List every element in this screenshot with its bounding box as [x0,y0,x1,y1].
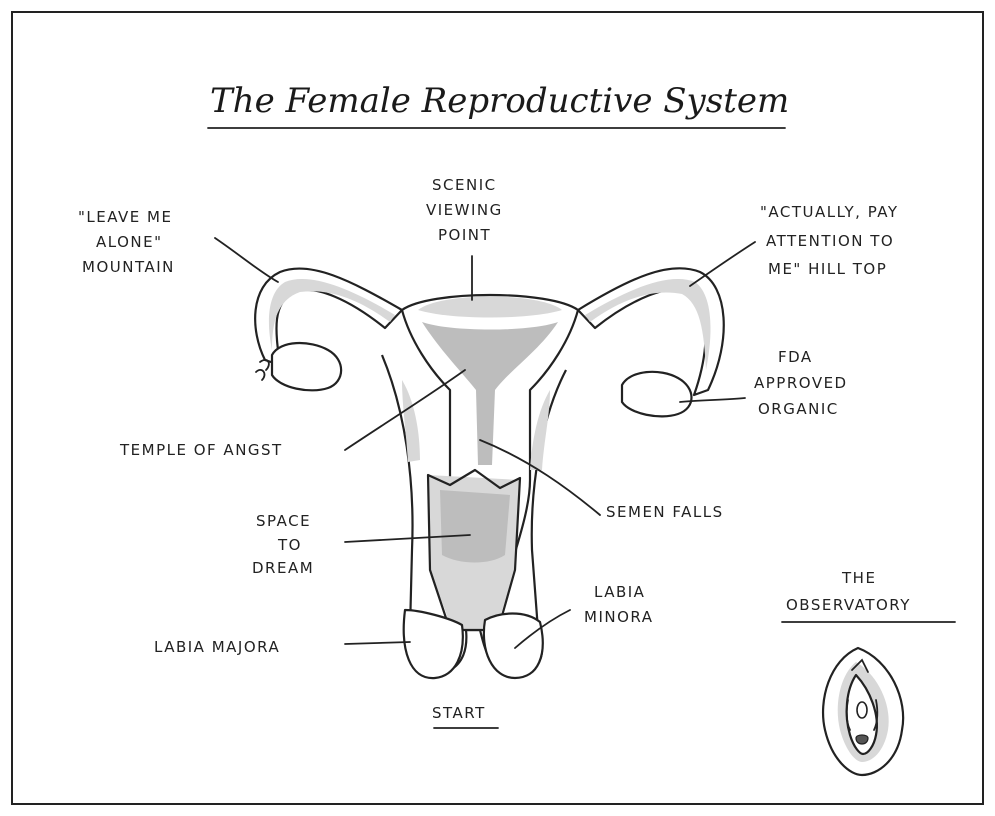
label-scenic-2: VIEWING [426,201,503,219]
label-scenic-1: SCENIC [432,176,497,194]
label-space-to-dream-3: DREAM [252,559,314,577]
diagram-canvas: The Female Reproductive System [10,10,985,806]
label-space-to-dream-2: TO [277,536,302,554]
right-wall-shading [530,390,550,470]
label-fda-3: ORGANIC [758,400,839,418]
label-temple: TEMPLE OF ANGST [119,441,283,459]
label-actually-pay-3: ME" HILL TOP [768,260,887,278]
label-observatory-1: THE [841,569,876,587]
right-labia-lobe [484,614,543,679]
leader-labia-majora [345,642,410,644]
label-space-to-dream-1: SPACE [256,512,311,530]
label-start: START [432,704,486,722]
left-labia-lobe [404,610,463,678]
label-actually-pay-1: "ACTUALLY, PAY [760,203,899,221]
leader-actually-pay [690,242,755,286]
observatory-illustration [823,648,903,775]
left-wall-shading [402,380,420,462]
right-ovary [622,372,692,417]
label-labia-majora: LABIA MAJORA [154,638,280,656]
label-fda-1: FDA [778,348,813,366]
diagram-title: The Female Reproductive System [210,81,789,121]
label-leave-me-alone-1: "LEAVE ME [78,208,172,226]
vaginal-canal-dark [440,490,510,563]
label-actually-pay-2: ATTENTION TO [766,232,894,250]
label-leave-me-alone-3: MOUNTAIN [82,258,175,276]
left-ovary [272,343,341,390]
label-labia-minora-2: MINORA [584,608,653,626]
right-tube-shading [585,279,711,370]
label-leave-me-alone-2: ALONE" [96,233,163,251]
diagram-frame: The Female Reproductive System [10,10,985,806]
leader-leave-me-alone [215,238,278,282]
label-observatory-2: OBSERVATORY [786,596,911,614]
label-semen-falls: SEMEN FALLS [606,503,724,521]
label-scenic-3: POINT [438,226,491,244]
label-labia-minora-1: LABIA [594,583,645,601]
left-fimbriae [256,360,269,380]
label-fda-2: APPROVED [754,374,848,392]
